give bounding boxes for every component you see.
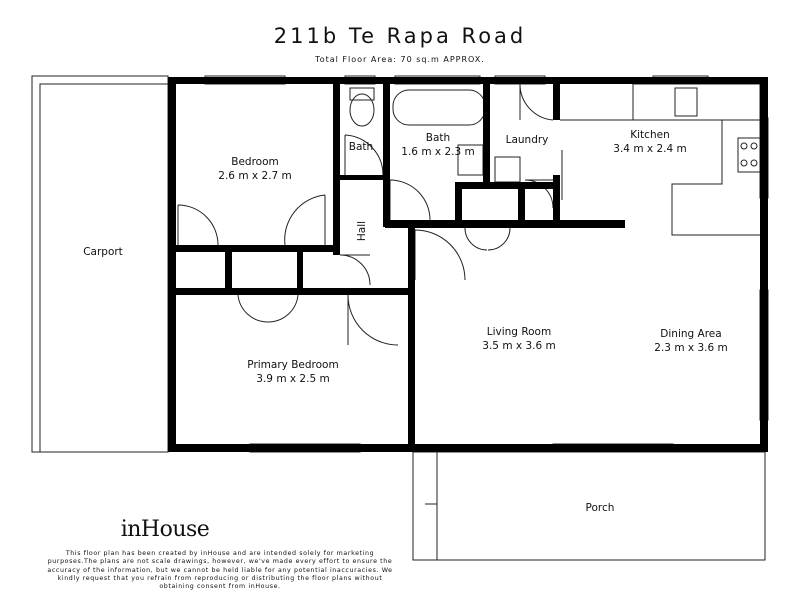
property-title: 211b Te Rapa Road [273, 24, 527, 48]
room-dims: 3.4 m x 2.4 m [613, 143, 687, 155]
room-name: Primary Bedroom [247, 359, 339, 371]
room-primary-bedroom: Primary Bedroom 3.9 m x 2.5 m [247, 358, 338, 386]
room-carport: Carport [83, 245, 123, 259]
room-bath-small: Bath [349, 140, 373, 154]
room-dims: 3.5 m x 3.6 m [482, 340, 556, 352]
inhouse-logo: inHouse [120, 517, 210, 542]
room-name: Bedroom [231, 156, 279, 168]
room-hall: Hall [355, 221, 369, 241]
room-bath: Bath 1.6 m x 2.3 m [401, 131, 474, 159]
walls [168, 77, 768, 452]
room-name: Bath [348, 141, 374, 153]
room-dims: 3.9 m x 2.5 m [256, 373, 330, 385]
room-kitchen: Kitchen 3.4 m x 2.4 m [613, 128, 686, 156]
floor-area: Total Floor Area: 70 sq.m APPROX. [315, 55, 485, 64]
room-porch: Porch [586, 501, 615, 515]
room-name: Dining Area [660, 328, 722, 340]
room-name: Porch [585, 502, 615, 514]
room-name: Hall [356, 220, 368, 242]
room-name: Living Room [486, 326, 552, 338]
room-name: Kitchen [630, 129, 670, 141]
room-dims: 2.6 m x 2.7 m [218, 170, 292, 182]
room-name: Bath [425, 132, 451, 144]
room-name: Laundry [505, 134, 549, 146]
room-laundry: Laundry [506, 133, 549, 147]
room-living: Living Room 3.5 m x 3.6 m [482, 325, 555, 353]
room-bedroom: Bedroom 2.6 m x 2.7 m [218, 155, 291, 183]
carport-outline [31, 75, 169, 453]
room-name: Carport [83, 246, 123, 258]
disclaimer: This floor plan has been created by inHo… [47, 550, 393, 591]
room-dims: 1.6 m x 2.3 m [401, 146, 475, 158]
room-dining: Dining Area 2.3 m x 3.6 m [654, 327, 727, 355]
room-dims: 2.3 m x 3.6 m [654, 342, 728, 354]
